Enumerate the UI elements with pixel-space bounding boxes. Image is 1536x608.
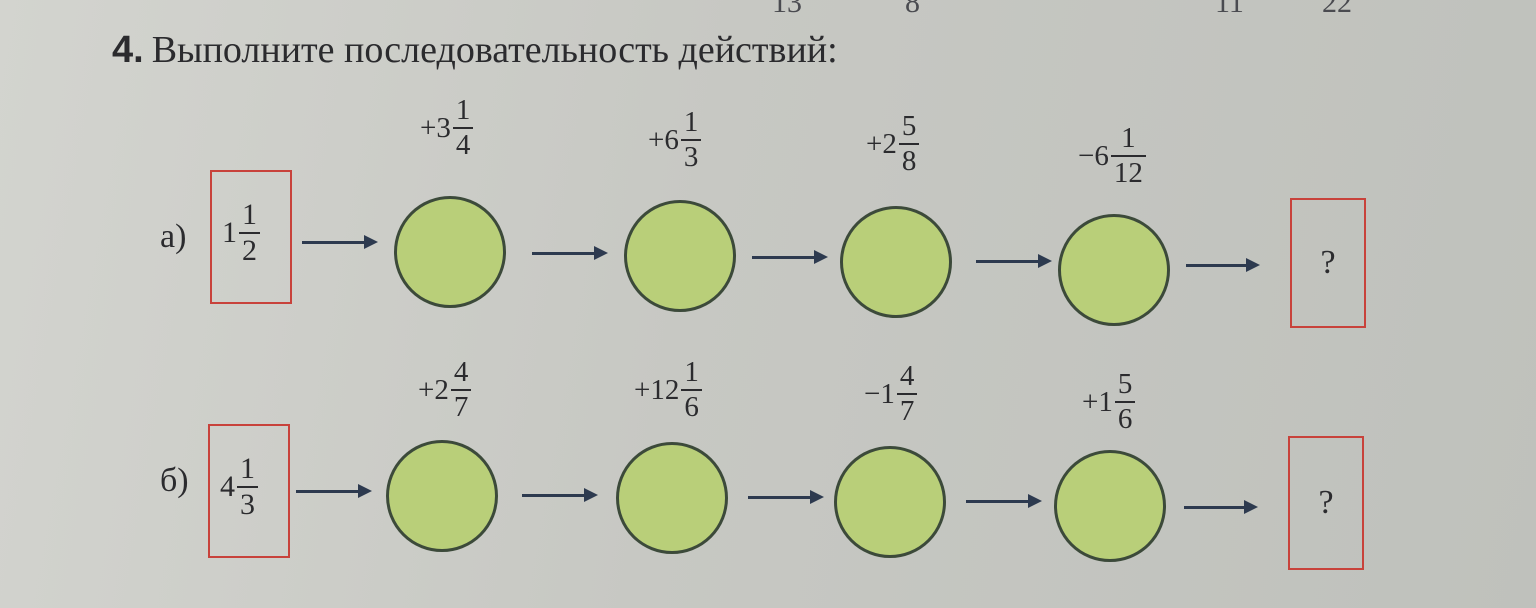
result-box-b[interactable]: ? <box>1288 436 1364 570</box>
denominator: 2 <box>239 232 260 266</box>
numerator: 5 <box>1117 368 1133 400</box>
start-whole: 4 <box>220 470 235 503</box>
operation-whole: +12 <box>634 373 680 406</box>
row-label-a: а) <box>160 218 187 255</box>
denominator: 12 <box>1110 155 1146 188</box>
numerator: 1 <box>1121 122 1136 154</box>
denominator: 6 <box>681 389 702 422</box>
answer-circle-b-2[interactable] <box>616 442 728 554</box>
cut-off-number: 22 <box>1322 0 1352 19</box>
denominator: 7 <box>450 389 472 422</box>
answer-circle-a-2[interactable] <box>624 200 736 312</box>
result-placeholder: ? <box>1320 244 1336 281</box>
task-number: 4. <box>112 29 144 71</box>
arrow-icon <box>752 250 828 264</box>
operation-whole: −6 <box>1078 139 1109 172</box>
answer-circle-a-4[interactable] <box>1058 214 1170 326</box>
denominator: 8 <box>898 143 920 176</box>
arrow-icon <box>1184 500 1258 514</box>
task-text: Выполните последовательность действий: <box>151 29 838 71</box>
answer-circle-b-4[interactable] <box>1054 450 1166 562</box>
arrow-icon <box>302 235 378 249</box>
denominator: 7 <box>896 393 918 426</box>
answer-circle-a-3[interactable] <box>840 206 952 318</box>
numerator: 5 <box>901 110 917 142</box>
denominator: 4 <box>452 127 474 160</box>
task-title: 4.Выполните последовательность действий: <box>112 28 838 72</box>
result-box-a[interactable]: ? <box>1290 198 1366 328</box>
arrow-icon <box>296 484 372 498</box>
operation-whole: −1 <box>864 377 895 410</box>
numerator: 1 <box>455 94 471 126</box>
arrow-icon <box>522 488 598 502</box>
operation-whole: +6 <box>648 123 679 156</box>
numerator: 1 <box>684 356 699 388</box>
operation-whole: +3 <box>420 111 451 144</box>
arrow-icon <box>748 490 824 504</box>
arrow-icon <box>532 246 608 260</box>
operation-whole: +2 <box>866 127 897 160</box>
start-whole: 1 <box>222 216 237 249</box>
cut-off-number: 8 <box>905 0 920 19</box>
numerator: 4 <box>453 356 469 388</box>
answer-circle-b-1[interactable] <box>386 440 498 552</box>
denominator: 6 <box>1114 401 1136 434</box>
answer-circle-b-3[interactable] <box>834 446 946 558</box>
arrow-icon <box>976 254 1052 268</box>
denominator: 3 <box>680 139 702 172</box>
cut-off-number: 11 <box>1215 0 1244 19</box>
result-placeholder: ? <box>1318 484 1334 521</box>
arrow-icon <box>1186 258 1260 272</box>
operation-whole: +2 <box>418 373 449 406</box>
answer-circle-a-1[interactable] <box>394 196 506 308</box>
row-label-b: б) <box>160 462 189 499</box>
numerator: 1 <box>683 106 699 138</box>
cut-off-number: 13 <box>772 0 802 19</box>
numerator: 1 <box>242 198 257 231</box>
operation-whole: +1 <box>1082 385 1113 418</box>
arrow-icon <box>966 494 1042 508</box>
denominator: 3 <box>237 486 258 520</box>
numerator: 1 <box>240 452 255 485</box>
numerator: 4 <box>899 360 915 392</box>
